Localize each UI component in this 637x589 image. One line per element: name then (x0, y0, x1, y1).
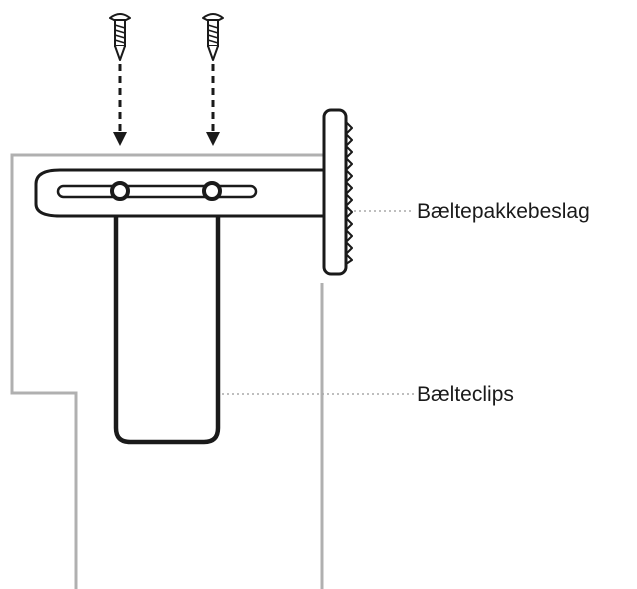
label-belt-pack-bracket: Bæltepakkebeslag (417, 200, 590, 223)
screw-icon (202, 13, 224, 61)
screw-icon (109, 13, 131, 61)
bracket-slot (56, 184, 258, 199)
clip-eyelet (202, 181, 222, 201)
clip-eyelet (110, 181, 130, 201)
arrow-down-icon (206, 64, 220, 146)
bracket-knob (322, 108, 353, 276)
device-outline (10, 153, 325, 589)
arrow-down-icon (113, 64, 127, 146)
label-belt-clip: Bælteclips (417, 383, 514, 406)
belt-clip (113, 196, 221, 445)
